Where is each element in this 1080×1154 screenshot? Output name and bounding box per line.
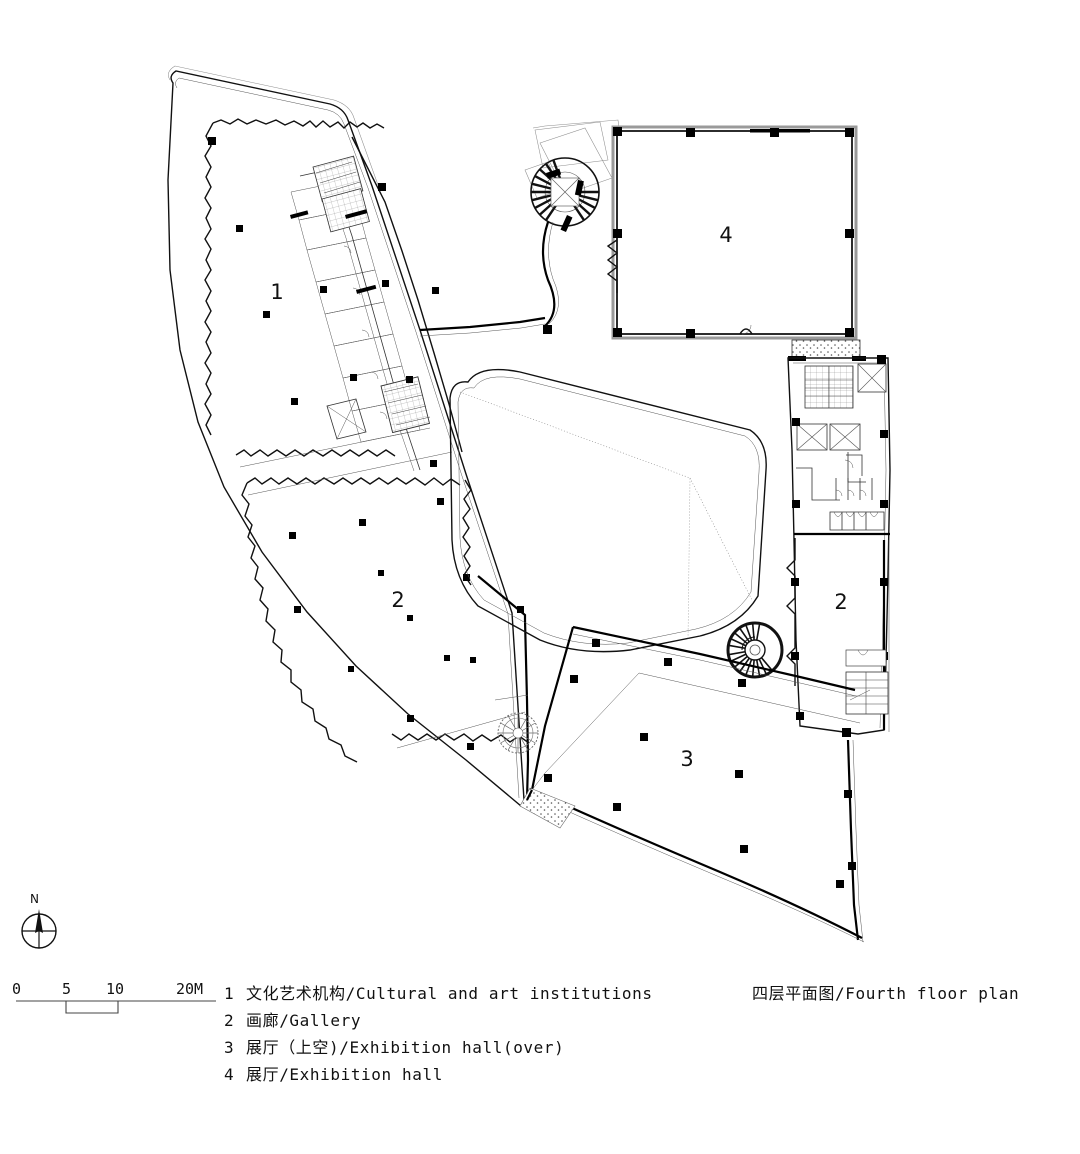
zone-3-columns: [544, 639, 844, 888]
core-stair-north: [804, 365, 854, 409]
room-label-2-east: 2: [834, 590, 847, 614]
grand-curved-stair: [530, 157, 600, 327]
legend-list: 1 文化艺术机构/Cultural and art institutions 2…: [224, 980, 744, 1088]
scale-bar: 0 5 10 20M: [8, 978, 224, 1024]
room-4-columns: [543, 127, 854, 338]
scale-bar-graphic: [16, 1000, 216, 1014]
gallery-zone3-junction: [494, 694, 533, 801]
room-label-3: 3: [680, 747, 693, 771]
zone-1-stair-core-south: [380, 376, 431, 434]
room-label-4: 4: [719, 223, 732, 247]
zone-2-gallery-west: 2: [235, 427, 530, 801]
north-arrow-label: N: [30, 892, 39, 906]
zone-1-elevator-shaft: [326, 398, 367, 440]
legend-item-2-label: 画廊/Gallery: [246, 1011, 362, 1030]
zone-1-stair-core-north-2: [321, 188, 370, 233]
zone-3-exhibition-hall-over: 3: [519, 625, 865, 943]
west-wing-envelope: [167, 65, 525, 808]
scale-tick-5: 5: [62, 980, 72, 998]
north-central-stair-and-hall: 4: [419, 119, 858, 340]
spiral-stair-main: [726, 621, 784, 679]
legend-item-3: 3 展厅（上空)/Exhibition hall(over): [224, 1034, 744, 1061]
scale-tick-20: 20M: [176, 980, 204, 998]
room-4-exhibition-hall: 4: [543, 125, 858, 340]
scale-tick-0: 0: [12, 980, 22, 998]
room-label-2-west: 2: [391, 588, 404, 612]
legend-item-4: 4 展厅/Exhibition hall: [224, 1061, 744, 1088]
compass-north-icon: [21, 909, 57, 949]
scale-tick-10: 10: [106, 980, 125, 998]
legend-item-1: 1 文化艺术机构/Cultural and art institutions: [224, 980, 744, 1007]
core-elevator-north: [857, 363, 887, 393]
north-arrow: N: [8, 892, 70, 955]
core-toilets: [829, 478, 885, 531]
legend-item-4-label: 展厅/Exhibition hall: [246, 1065, 443, 1084]
legend-item-1-number: 1: [224, 984, 234, 1003]
zone-2-west-columns: [289, 498, 524, 750]
core-elevator-bank: [796, 423, 861, 451]
room-label-1: 1: [270, 280, 283, 304]
legend-item-2-number: 2: [224, 1011, 234, 1030]
plan-title: 四层平面图/Fourth floor plan: [752, 984, 1020, 1003]
central-courtyard-void: [449, 368, 767, 653]
legend-item-1-label: 文化艺术机构/Cultural and art institutions: [246, 984, 653, 1003]
core-escalator-south: [845, 649, 889, 715]
legend-item-3-label: 展厅（上空)/Exhibition hall(over): [246, 1038, 565, 1057]
legend-item-2: 2 画廊/Gallery: [224, 1007, 744, 1034]
legend-item-3-number: 3: [224, 1038, 234, 1057]
zone-1-stair-core-north: [312, 155, 364, 203]
zone-1-cultural-art-institutions: 1: [204, 118, 463, 472]
zone-1-interior-rooms: [290, 155, 431, 472]
legend-item-4-number: 4: [224, 1065, 234, 1084]
spiral-stair-small: [497, 712, 539, 754]
zone-1-columns: [208, 137, 439, 467]
east-service-core: 2: [786, 339, 891, 943]
